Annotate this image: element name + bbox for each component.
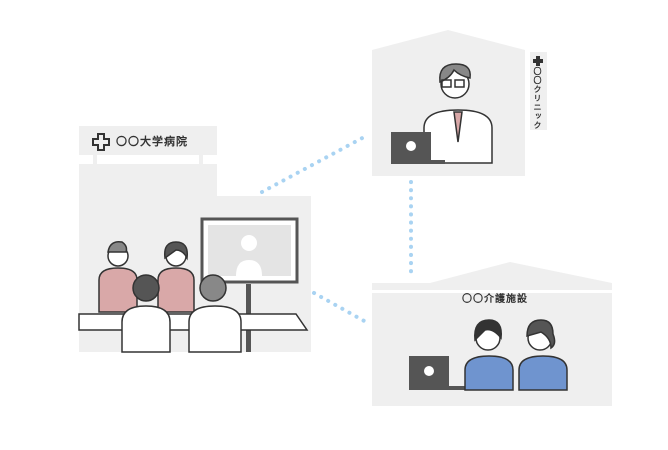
care-staff-left: [464, 319, 514, 391]
laptop: [391, 132, 445, 164]
nurse-left: [98, 240, 138, 313]
doctor-back-right: [188, 274, 242, 353]
laptop: [409, 356, 469, 390]
nurse-right: [157, 241, 195, 313]
hospital-building: [78, 126, 311, 353]
connection-lines: [260, 134, 413, 324]
medical-cross-icon: [533, 56, 543, 66]
clinic-name: 〇〇クリニック: [533, 67, 542, 130]
care-facility-building: [372, 262, 612, 406]
care-staff-right: [518, 319, 568, 391]
care-facility-name: 〇〇介護施設: [462, 294, 528, 305]
connection-hospital-clinic: [260, 134, 368, 194]
clinic-doctor: [423, 63, 493, 164]
medical-cross-icon: [92, 133, 110, 151]
clinic-building: [372, 30, 547, 176]
hospital-name: 〇〇大学病院: [116, 135, 188, 148]
connection-hospital-care: [312, 291, 368, 324]
doctor-back-left: [121, 274, 171, 353]
